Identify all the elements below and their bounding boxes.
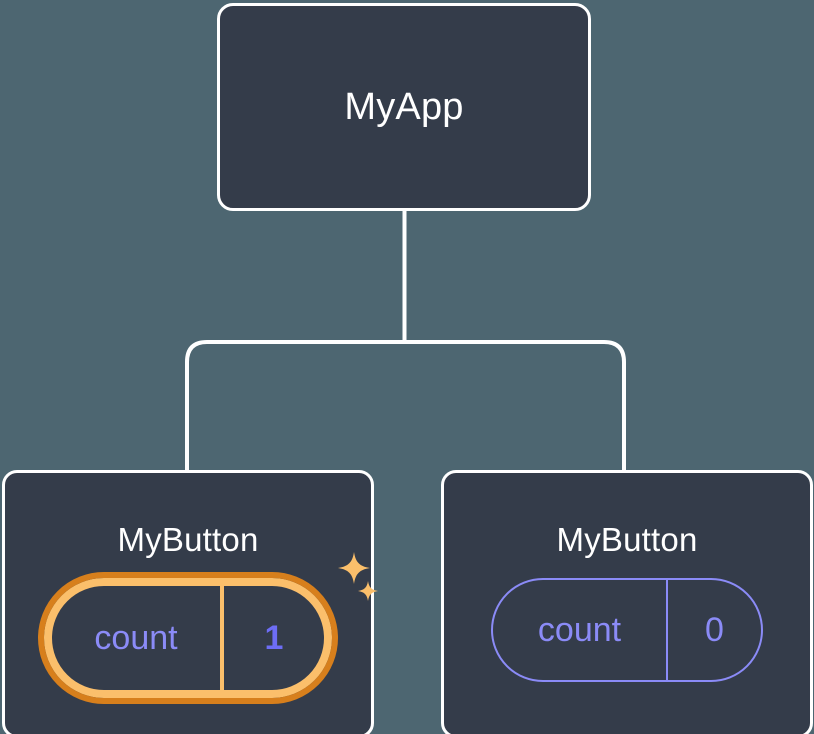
sparkle-group-icon <box>338 552 378 601</box>
state-pill-wrap-right: count 0 <box>491 578 763 682</box>
node-title-child-right: MyButton <box>556 521 698 558</box>
node-card-child-right[interactable]: MyButton count 0 <box>441 470 813 734</box>
connector-branch-bus <box>185 340 626 470</box>
state-pill-right[interactable]: count 0 <box>491 578 763 682</box>
state-pill-wrap-left: count 1 <box>38 552 378 704</box>
node-title-child-left: MyButton <box>117 521 259 558</box>
state-key-left: count <box>94 619 178 657</box>
state-key-right: count <box>537 611 622 649</box>
state-pill-left[interactable]: count 1 <box>38 572 338 704</box>
node-card-root[interactable]: MyApp <box>217 3 591 211</box>
sparkle-small-icon <box>358 581 378 601</box>
sparkle-large-icon <box>338 552 370 584</box>
state-value-right: 0 <box>666 580 761 680</box>
node-title-root: MyApp <box>344 86 464 128</box>
node-card-child-left[interactable]: MyButton count 1 <box>2 470 378 734</box>
state-value-left: 1 <box>220 586 324 690</box>
